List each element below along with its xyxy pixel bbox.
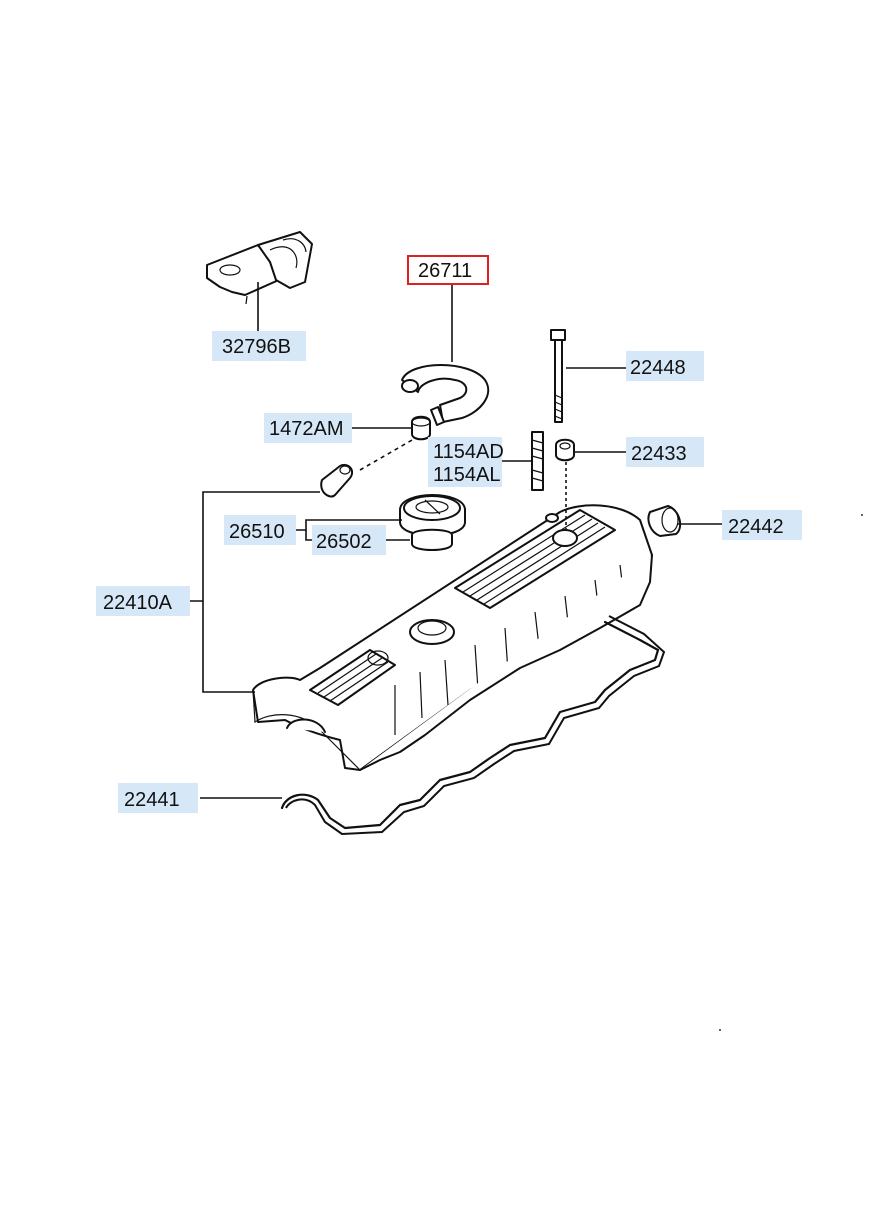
nut-22433-drawing [555,438,575,462]
part-number-text: 22433 [631,443,687,465]
scan-speck [861,514,863,516]
part-label-1154ad-1154al[interactable]: 1154AD 1154AL [428,437,504,487]
part-number-text-1154ad: 1154AD [433,441,504,463]
part-label-22442[interactable]: 22442 [722,510,802,540]
valve-cover-22410a-drawing [252,504,653,771]
part-number-text: 22441 [124,789,180,811]
part-number-text-1154al: 1154AL [433,464,500,486]
gasket-22441-drawing [280,615,666,836]
pcv-fitting-drawing [320,464,354,498]
part-number-text: 26510 [229,521,285,543]
part-number-text: 26502 [316,531,372,553]
part-label-22433[interactable]: 22433 [626,437,704,467]
part-number-text: 26711 [418,260,472,282]
bracket-32796b-drawing [206,231,313,305]
part-number-text: 1472AM [269,418,344,440]
bolt-22448-drawing [550,329,566,423]
part-number-text: 22410A [103,592,173,614]
part-label-22448[interactable]: 22448 [626,351,704,381]
part-label-26510[interactable]: 26510 [224,515,296,545]
part-number-text: 22442 [728,516,784,538]
scan-speck [719,1029,721,1031]
oil-cap-26510-drawing [399,494,466,551]
leader-lines [190,282,722,799]
part-label-1472am[interactable]: 1472AM [264,413,352,443]
part-number-text: 32796B [222,336,291,358]
part-label-26711-selected[interactable]: 26711 [407,255,489,285]
part-label-26502[interactable]: 26502 [312,525,386,555]
hose-26711-drawing [401,364,490,426]
part-label-22410a[interactable]: 22410A [96,586,190,616]
plug-22442-drawing [647,505,682,537]
part-label-32796b[interactable]: 32796B [212,331,306,361]
stud-1154-drawing [531,431,544,491]
part-label-22441[interactable]: 22441 [118,783,198,813]
part-number-text: 22448 [630,357,686,379]
grommet-1472am-drawing [411,415,431,441]
